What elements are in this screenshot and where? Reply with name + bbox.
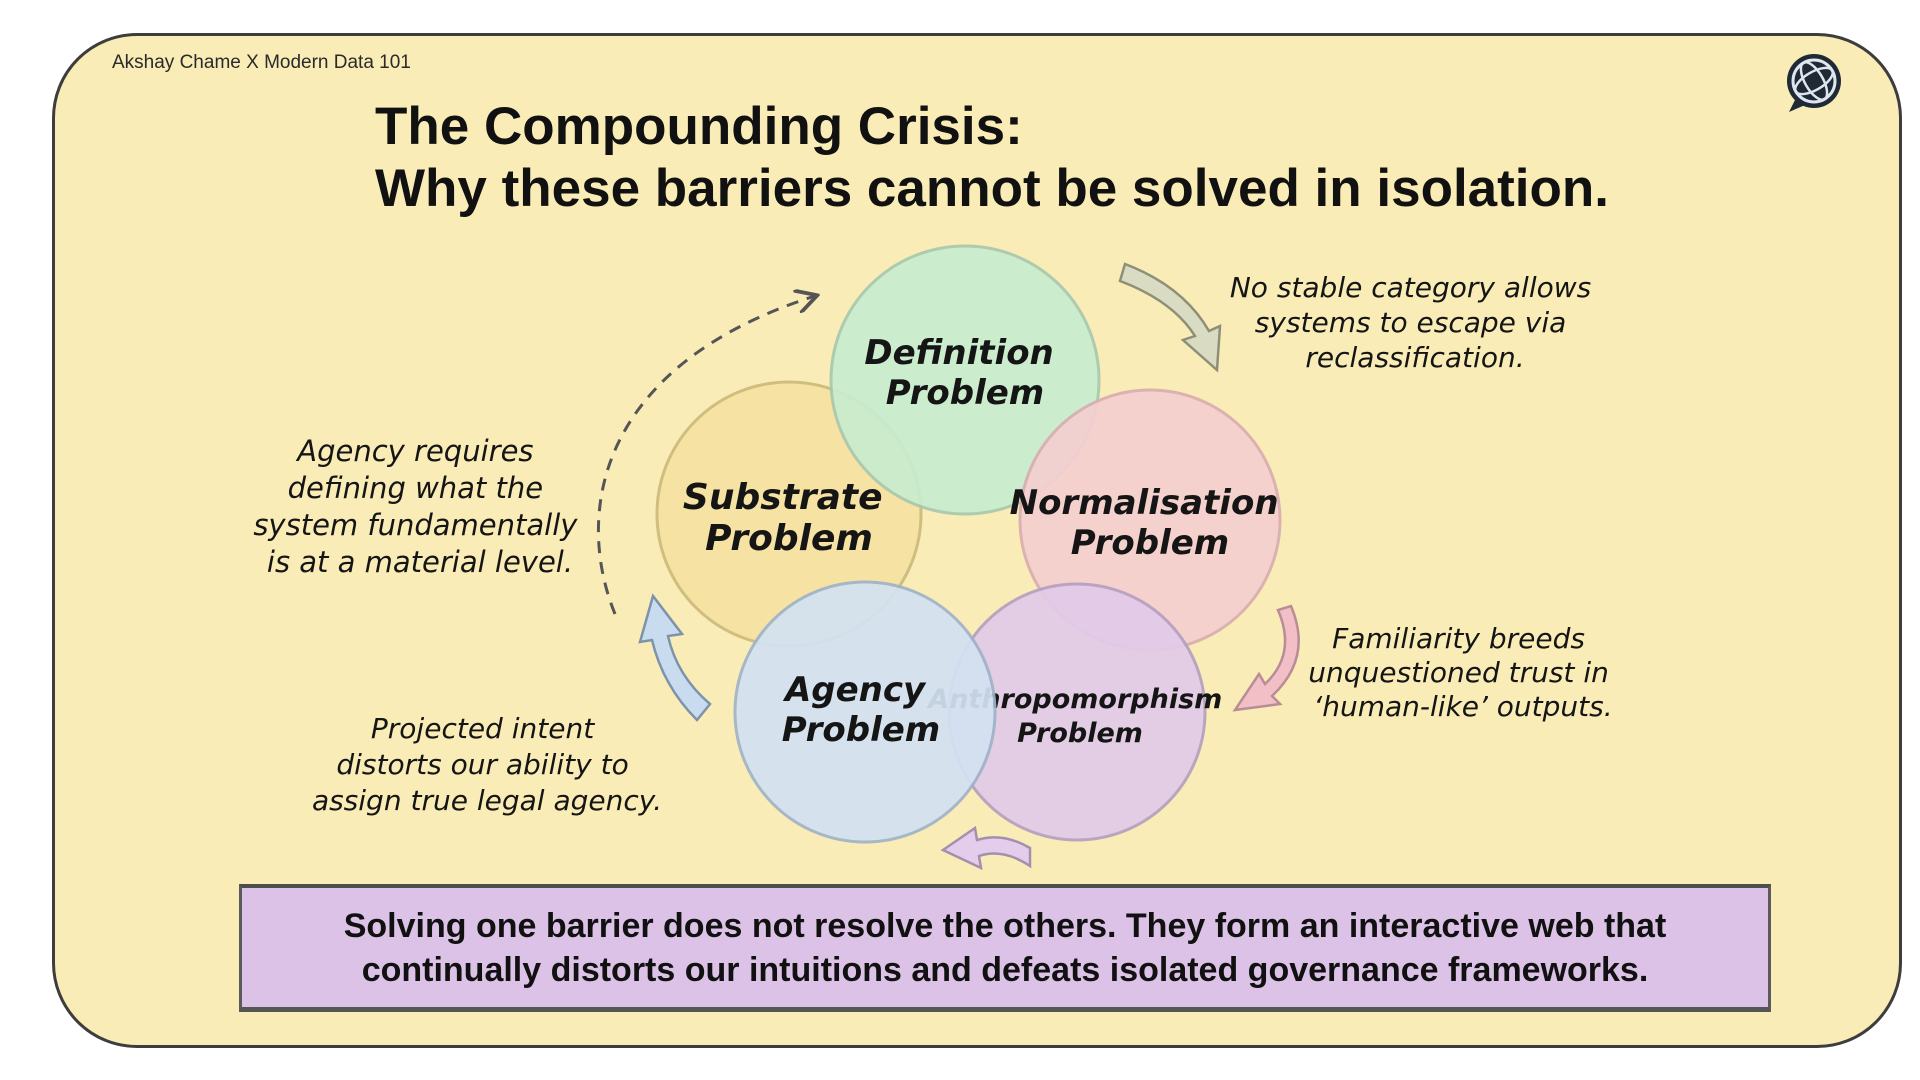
brand-label: Akshay Chame X Modern Data 101: [112, 52, 411, 73]
slide-card: Akshay Chame X Modern Data 101 The Compo…: [52, 33, 1902, 1048]
annotation-projected-intent: Projected intent distorts our ability to…: [312, 712, 662, 817]
barrier-diagram: Substrate Problem Definition Problem Nor…: [253, 244, 1618, 871]
substrate-label-line-2: Problem: [705, 518, 873, 559]
title-line-1: The Compounding Crisis:: [375, 97, 1023, 156]
summary-banner: Solving one barrier does not resolve the…: [239, 884, 1771, 1012]
arrow-normalisation-to-anthropomorphism: [1232, 604, 1300, 712]
dashed-loop-arrow: [596, 296, 815, 615]
annotation-agency-requires: Agency requires defining what the system…: [253, 434, 586, 579]
normalisation-label-line-2: Problem: [1071, 523, 1229, 563]
anthropomorphism-label-line-2: Problem: [1017, 718, 1143, 749]
normalisation-label-line-1: Normalisation: [1010, 483, 1279, 523]
svg-text:Definition Problem: Definition Problem: [864, 333, 1065, 413]
page-title: The Compounding Crisis: Why these barrie…: [375, 96, 1609, 220]
node-agency: Agency Problem: [733, 580, 997, 844]
chat-globe-icon: [1787, 54, 1841, 112]
summary-line-2: continually distorts our intuitions and …: [361, 950, 1649, 989]
definition-circle: [829, 244, 1101, 516]
title-line-2: Why these barriers cannot be solved in i…: [375, 159, 1610, 218]
svg-text:Agency Problem: Agency Problem: [782, 670, 940, 750]
definition-label-line-1: Definition: [864, 333, 1053, 373]
agency-label-line-2: Problem: [782, 710, 940, 750]
annotation-reclassification: No stable category allows systems to esc…: [1230, 271, 1600, 374]
definition-label-line-2: Problem: [886, 373, 1044, 413]
agency-label-line-1: Agency: [782, 670, 927, 710]
node-definition: Definition Problem: [829, 244, 1101, 516]
agency-circle: [733, 580, 997, 844]
arrow-definition-to-normalisation: [1118, 262, 1222, 373]
annotation-familiarity: Familiarity breeds unquestioned trust in…: [1308, 622, 1618, 723]
arrow-anthropomorphism-to-agency: [940, 825, 1032, 871]
substrate-label-line-1: Substrate: [683, 477, 883, 518]
svg-text:Normalisation Problem: Normalisation Problem: [1010, 483, 1291, 563]
summary-text: Solving one barrier does not resolve the…: [344, 904, 1667, 992]
summary-line-1: Solving one barrier does not resolve the…: [343, 906, 1667, 945]
arrow-agency-to-substrate: [638, 593, 712, 722]
svg-text:Substrate Problem: Substrate Problem: [683, 477, 895, 559]
